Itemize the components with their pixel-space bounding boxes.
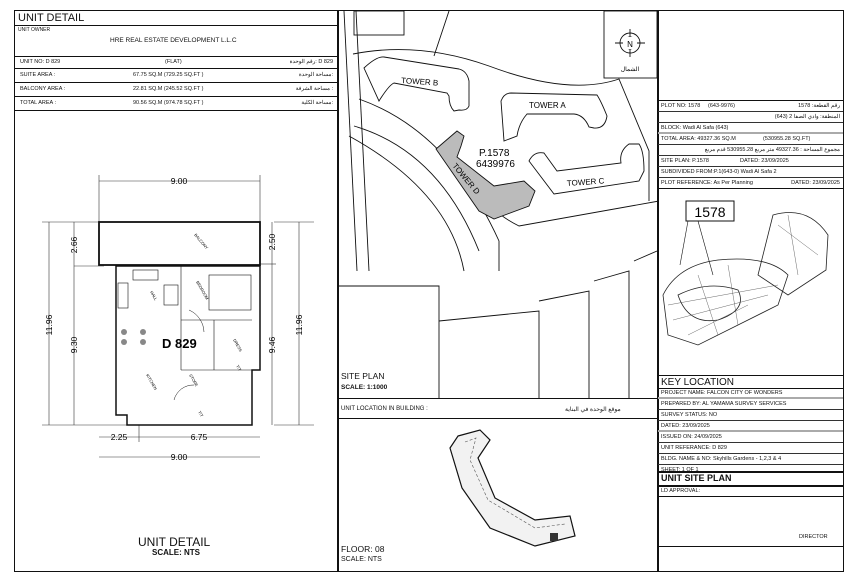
room-dress: DRESS <box>232 338 243 353</box>
building-key-plan <box>449 429 576 547</box>
suite-area-value: 67.75 SQ.M (729.25 SQ.FT ) <box>133 72 204 78</box>
plot-number: P.1578 <box>479 148 510 159</box>
unit-location-title: UNIT LOCATION IN BUILDING : <box>341 406 428 412</box>
area-ar-row: المنطقة: وادي الصفا 2 (643) <box>658 112 843 123</box>
unit-no-ar: رقم الوحدة: D 829 <box>289 59 333 65</box>
info-row: ISSUED ON: 24/09/2025 <box>658 432 843 443</box>
dim-bottom-right: 6.75 <box>191 432 208 442</box>
key-location-title: KEY LOCATION <box>661 377 734 388</box>
tower-a-label: TOWER A <box>529 101 566 110</box>
unit-type: (FLAT) <box>165 59 182 65</box>
sheet-title: UNIT SITE PLAN <box>661 473 732 483</box>
unit-label: D 829 <box>162 336 197 351</box>
plot-ref: PLOT REFERENCE: As Per Planning <box>661 180 753 186</box>
dim-right-unit: 9.46 <box>267 336 277 353</box>
suite-area-label: SUITE AREA : <box>20 72 56 78</box>
north-label: N <box>627 40 633 49</box>
survey-status: SURVEY STATUS: NO <box>661 412 718 418</box>
total-area-label: TOTAL AREA : <box>20 100 56 106</box>
room-hall: HALL <box>149 290 159 302</box>
site-plan-ref: SITE PLAN: P.1578 <box>661 158 709 164</box>
total-area-value: 90.56 SQ.M (974.78 SQ.FT ) <box>133 100 204 106</box>
plot-no-ar: رقم القطعة: 1578 <box>798 103 840 109</box>
dim-bottom-left: 2.25 <box>111 432 128 442</box>
floor-plan: 9.00 9.00 2.25 6.75 11.96 2.66 9.30 2.50… <box>42 175 314 462</box>
ld-approval-label: LD APPROVAL: <box>661 488 701 494</box>
room-balcony: BALCONY <box>193 232 209 250</box>
total-area-ft: (530955.28 SQ.FT) <box>763 136 811 142</box>
plot-no-row: PLOT NO: 1578 (643-9976) رقم القطعة: 1578 <box>658 101 843 112</box>
dim-top: 9.00 <box>171 176 188 186</box>
room-toilet: T/T <box>197 410 205 418</box>
key-plot-number: 1578 <box>694 204 725 220</box>
info-row: SURVEY STATUS: NO <box>658 410 843 421</box>
drawing-frame <box>14 10 844 572</box>
building-name: BLDG. NAME & NO: Skyhills Gardens - 1,2,… <box>661 456 782 462</box>
balcony-area-label: BALCONY AREA : <box>20 86 66 92</box>
subdivided: SUBDIVIDED FROM:P.1(643-0) Wadi Al Safa … <box>661 169 777 175</box>
info-row: PROJECT NAME: FALCON CITY OF WONDERS <box>658 388 843 399</box>
site-plan-title: SITE PLAN <box>341 371 385 381</box>
site-plan-row: SITE PLAN: P.1578 DATED: 23/09/2025 <box>658 156 843 167</box>
room-toilet: T/T <box>235 364 243 372</box>
room-store: STORE <box>188 373 199 388</box>
subdivided-row: SUBDIVIDED FROM:P.1(643-0) Wadi Al Safa … <box>658 167 843 178</box>
unit-location-scale: SCALE: NTS <box>341 556 382 563</box>
floor-number: FLOOR: 08 <box>341 544 385 554</box>
north-label-ar: الشمال <box>621 66 640 73</box>
sheet-number: SHEET: 1 OF 1 <box>661 467 699 473</box>
info-row: SHEET: 1 OF 1 <box>658 465 843 476</box>
tower-c-label: TOWER C <box>567 176 605 188</box>
site-plan-dated: DATED: 23/09/2025 <box>740 158 789 164</box>
area-ar: المنطقة: وادي الصفا 2 (643) <box>774 114 840 120</box>
key-location-map: 1578 <box>662 200 829 346</box>
dim-right-total: 11.96 <box>294 314 304 335</box>
floor-plan-scale: SCALE: NTS <box>152 548 200 557</box>
issued-on: ISSUED ON: 24/09/2025 <box>661 434 722 440</box>
owner-name: HRE REAL ESTATE DEVELOPMENT L.L.C <box>110 37 237 44</box>
plot-ref-dated: DATED: 23/09/2025 <box>791 180 840 186</box>
unit-no: UNIT NO: D 829 <box>20 59 61 65</box>
suite-area-ar: مساحة الوحدة: <box>298 72 333 78</box>
dated: DATED: 23/09/2025 <box>661 423 710 429</box>
dim-bottom: 9.00 <box>171 452 188 462</box>
total-area-ar-row: مجموع المساحة : 49327.36 متر مربع 530955… <box>658 145 843 156</box>
info-row: PREPARED BY: AL YAMAMA SURVEY SERVICES <box>658 399 843 410</box>
room-kitchen: KITCHEN <box>145 373 158 391</box>
info-row: DATED: 23/09/2025 <box>658 421 843 432</box>
panel-title: UNIT DETAIL <box>18 12 85 24</box>
owner-label: UNIT OWNER <box>18 27 51 33</box>
info-row: BLDG. NAME & NO: Skyhills Gardens - 1,2,… <box>658 454 843 465</box>
balcony-area-value: 22.81 SQ.M (245.52 SQ.FT ) <box>133 86 204 92</box>
total-area: TOTAL AREA: 49327.36 SQ.M <box>661 136 736 142</box>
block-row: BLOCK: Wadi Al Safa (643) <box>658 123 843 134</box>
floor-plan-title: UNIT DETAIL <box>138 535 211 549</box>
plot-ref-row: PLOT REFERENCE: As Per Planning DATED: 23… <box>658 178 843 189</box>
plot-no: PLOT NO: 1578 <box>661 103 701 109</box>
total-area-ar: مجموع المساحة : 49327.36 متر مربع 530955… <box>704 147 840 153</box>
plot-code: 6439976 <box>476 159 515 170</box>
prepared-by: PREPARED BY: AL YAMAMA SURVEY SERVICES <box>661 401 787 407</box>
tower-b-label: TOWER B <box>401 76 439 88</box>
director-label: DIRECTOR <box>799 534 828 540</box>
block: BLOCK: Wadi Al Safa (643) <box>661 125 729 131</box>
total-area-ar: مساحة الكلية: <box>301 100 333 106</box>
site-plan-scale: SCALE: 1:1000 <box>341 384 388 391</box>
info-row: UNIT REFERANCE: D 829 <box>658 443 843 454</box>
unit-reference: UNIT REFERANCE: D 829 <box>661 445 727 451</box>
balcony-area-ar: مساحة الشرفة : <box>295 86 333 92</box>
project-name: PROJECT NAME: FALCON CITY OF WONDERS <box>661 390 783 396</box>
total-area-row: TOTAL AREA: 49327.36 SQ.M (530955.28 SQ.F… <box>658 134 843 145</box>
dim-left-unit: 9.30 <box>69 336 79 353</box>
dim-left-total: 11.96 <box>44 314 54 335</box>
dim-right-balcony: 2.50 <box>267 233 277 250</box>
unit-location-title-ar: موقع الوحدة في البناية <box>565 407 621 413</box>
site-plan: N الشمال TOWER A TOWER B TOWER C TOWER D… <box>339 11 657 399</box>
dim-left-balcony: 2.66 <box>69 236 79 253</box>
divider <box>337 10 339 572</box>
room-bedroom: BEDROOM <box>195 280 210 300</box>
plot-code: (643-9976) <box>708 103 735 109</box>
divider <box>657 10 659 572</box>
